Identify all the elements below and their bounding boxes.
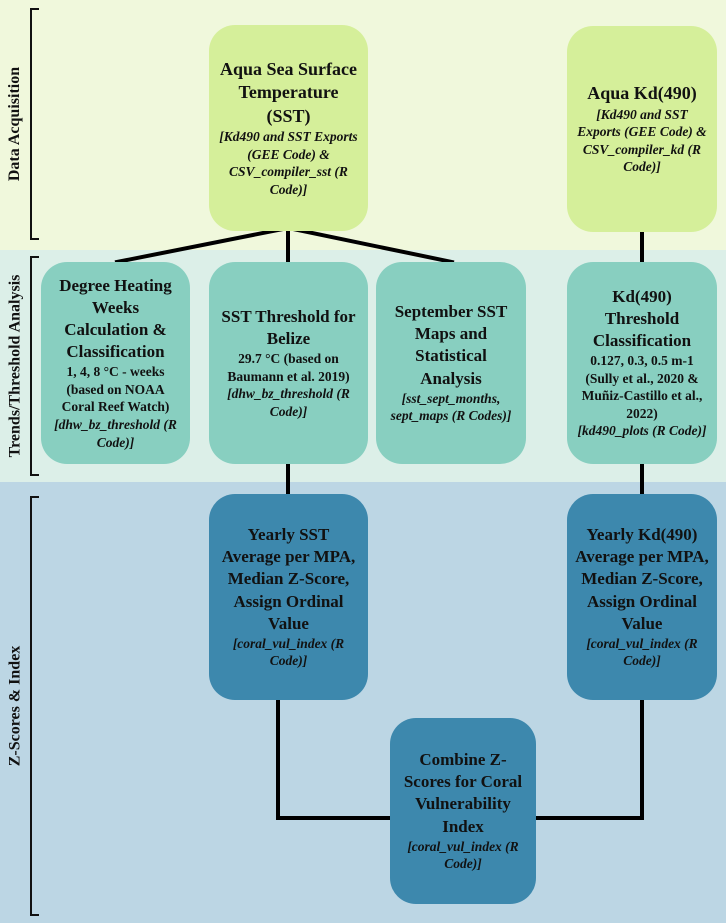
box-code: [coral_vul_index (R Code)] <box>232 635 345 669</box>
band-tick <box>30 256 39 258</box>
box-code: [Kd490 and SST Exports (GEE Code) & CSV_… <box>577 106 707 175</box>
september-sst-box: September SST Maps and Statistical Analy… <box>376 262 526 464</box>
box-title: Degree Heating Weeks Calculation & Class… <box>59 275 172 362</box>
band-line-zscores <box>30 496 32 916</box>
band-line-trends <box>30 256 32 476</box>
band-tick <box>30 496 39 498</box>
box-code: [coral_vul_index (R Code)] <box>586 635 698 669</box>
box-title: Aqua Sea Surface Temperature (SST) <box>219 58 357 126</box>
box-title: Yearly SST Average per MPA, Median Z-Sco… <box>221 525 356 633</box>
connector-sst-sept <box>285 225 455 265</box>
box-detail: 1, 4, 8 °C - weeks (based on NOAA Coral … <box>61 364 170 415</box>
box-title: Aqua Kd(490) <box>587 83 697 104</box>
box-code: [dhw_bz_threshold (R Code)] <box>227 386 350 419</box>
box-title: SST Threshold for Belize <box>221 306 356 348</box>
box-detail: 29.7 °C (based on Baumann et al. 2019) <box>227 351 350 384</box>
band-tick <box>30 238 39 240</box>
connector-yearly-kd-combine <box>534 698 644 820</box>
box-title: Combine Z-Scores for Coral Vulnerability… <box>403 750 523 836</box>
sst-source-box: Aqua Sea Surface Temperature (SST) [Kd49… <box>209 25 368 231</box>
connector-sst-dhw <box>114 225 291 265</box>
connector-yearly-sst-combine <box>276 698 392 820</box>
box-detail: 0.127, 0.3, 0.5 m-1 (Sully et al., 2020 … <box>581 353 703 421</box>
box-title: September SST Maps and Statistical Analy… <box>394 302 508 388</box>
box-code: [sst_sept_months, sept_maps (R Codes)] <box>390 390 512 424</box>
combine-index-box: Combine Z-Scores for Coral Vulnerability… <box>390 718 536 904</box>
band-tick <box>30 474 39 476</box>
band-tick <box>30 914 39 916</box>
sst-threshold-box: SST Threshold for Belize 29.7 °C (based … <box>209 262 368 464</box>
box-title: Kd(490) Threshold Classification <box>592 286 692 351</box>
kd-threshold-box: Kd(490) Threshold Classification 0.127, … <box>567 262 717 464</box>
box-code: [dhw_bz_threshold (R Code)] <box>54 416 177 450</box>
band-line-acquisition <box>30 8 32 240</box>
box-title: Yearly Kd(490) Average per MPA, Median Z… <box>575 525 709 633</box>
dhw-box: Degree Heating Weeks Calculation & Class… <box>41 262 190 464</box>
box-code: [kd490_plots (R Code)] <box>577 423 707 439</box>
band-tick <box>30 8 39 10</box>
kd-source-box: Aqua Kd(490) [Kd490 and SST Exports (GEE… <box>567 26 717 232</box>
box-code: [coral_vul_index (R Code)] <box>407 838 519 872</box>
yearly-sst-box: Yearly SST Average per MPA, Median Z-Sco… <box>209 494 368 700</box>
box-code: [Kd490 and SST Exports (GEE Code) & CSV_… <box>219 128 358 197</box>
yearly-kd-box: Yearly Kd(490) Average per MPA, Median Z… <box>567 494 717 700</box>
